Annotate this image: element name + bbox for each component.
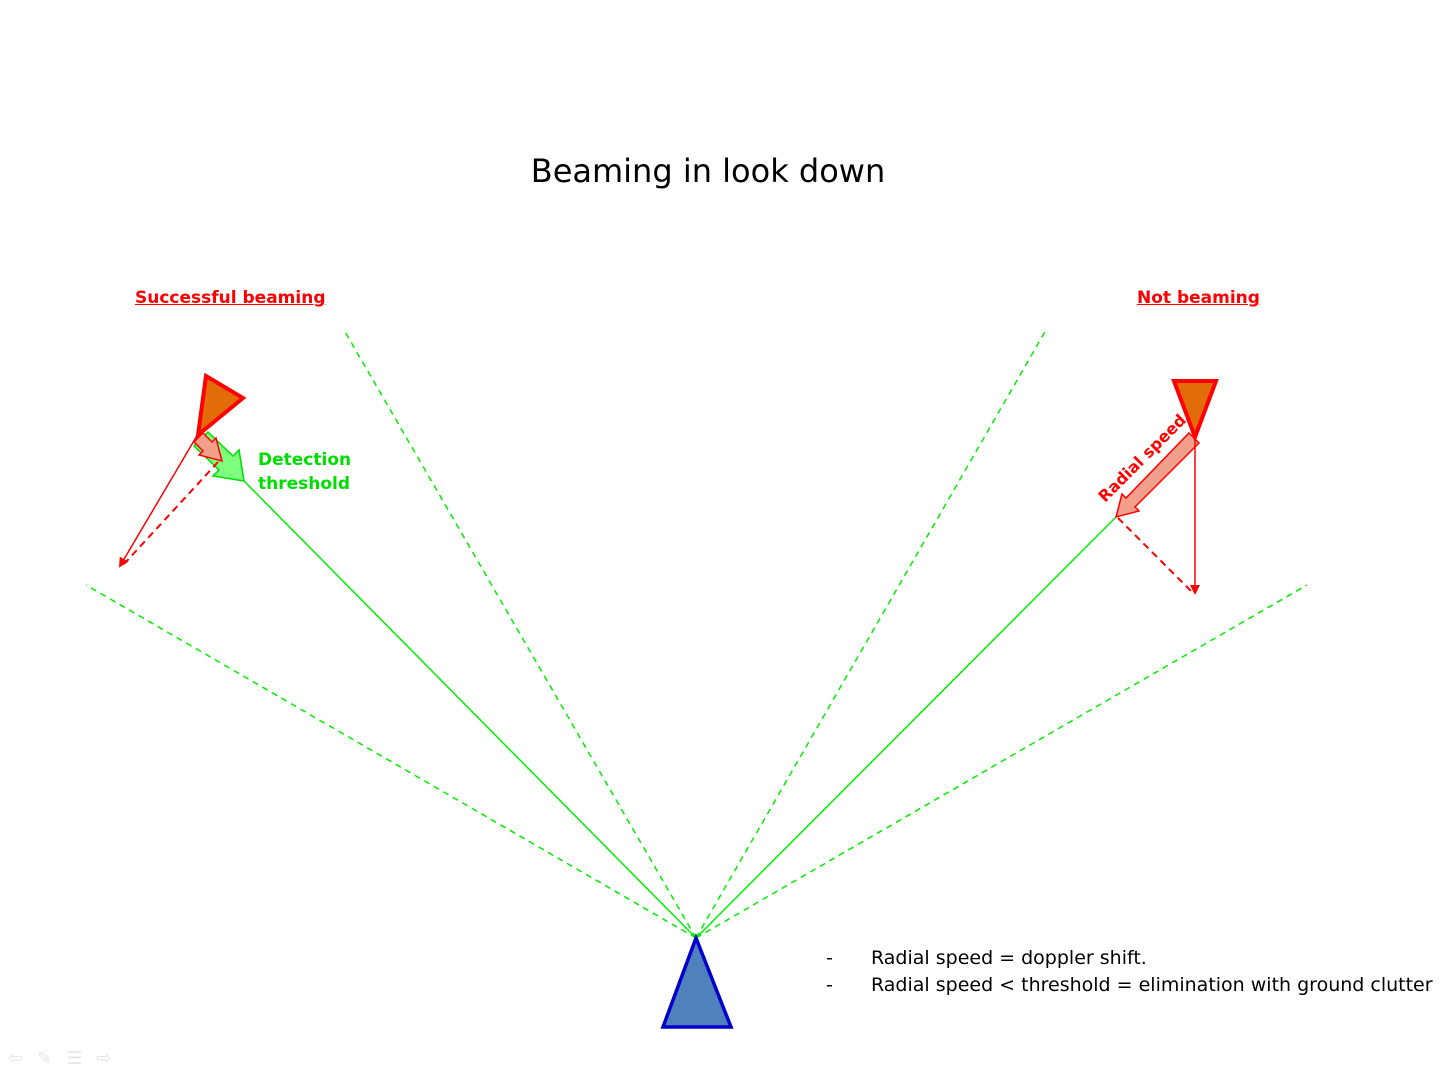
- detection-label-line1: Detection: [258, 450, 352, 470]
- heading-successful-beaming: Successful beaming: [135, 288, 326, 308]
- menu-icon[interactable]: ☰: [66, 1048, 83, 1069]
- note-bullet: -: [826, 946, 833, 969]
- slide-navigation: ⇦ ✎ ☰ ⇨: [8, 1048, 111, 1069]
- pen-icon[interactable]: ✎: [37, 1048, 53, 1069]
- velocity-vector-left: [118, 433, 199, 568]
- back-arrow-icon[interactable]: ⇦: [8, 1048, 24, 1069]
- radial-speed-arrow-small: [192, 431, 224, 463]
- line-of-sight-right: [695, 516, 1117, 939]
- beam-limit-outer-left: [85, 584, 697, 939]
- aircraft-not-beaming: [1171, 379, 1219, 443]
- beam-limit-outer-right: [695, 584, 1308, 939]
- radar-station: [660, 933, 734, 1029]
- aircraft-beaming: [195, 372, 247, 440]
- detection-label-line2: threshold: [258, 474, 351, 494]
- radial-speed-arrow-large: [1114, 431, 1201, 519]
- diagram-title: Beaming in look down: [530, 152, 886, 190]
- heading-not-beaming: Not beaming: [1137, 288, 1260, 308]
- forward-arrow-icon[interactable]: ⇨: [96, 1048, 112, 1069]
- note-item: - Radial speed = doppler shift.: [826, 944, 1433, 971]
- line-of-sight-left: [243, 480, 697, 939]
- detection-threshold-label: Detection threshold: [258, 448, 351, 496]
- beam-limit-inner-left: [343, 329, 697, 939]
- note-item: - Radial speed < threshold = elimination…: [826, 971, 1433, 998]
- beam-limit-inner-right: [695, 329, 1047, 939]
- note-text: Radial speed = doppler shift.: [871, 946, 1147, 969]
- tangential-component-right: [1117, 517, 1193, 593]
- tangential-component-left: [123, 461, 219, 565]
- note-text: Radial speed < threshold = elimination w…: [871, 973, 1433, 996]
- notes-list: - Radial speed = doppler shift. - Radial…: [826, 944, 1433, 998]
- note-bullet: -: [826, 973, 833, 996]
